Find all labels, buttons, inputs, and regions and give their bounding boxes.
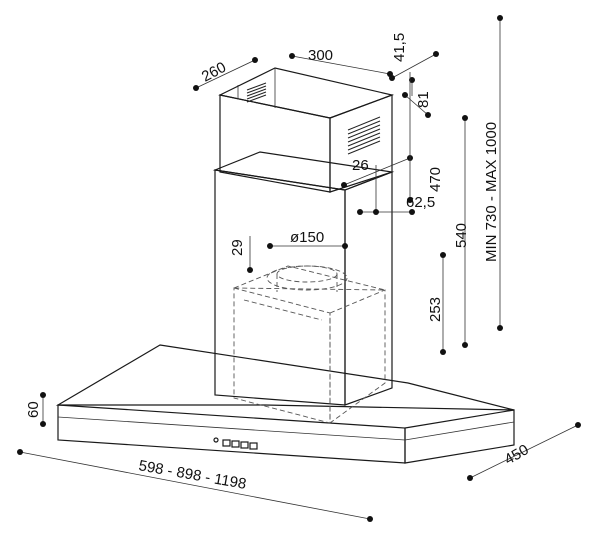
dim-lower-section: 253 <box>427 297 444 322</box>
control-panel <box>213 437 258 450</box>
hood-canopy <box>55 344 515 464</box>
dim-hood-width: 598 - 898 - 1198 <box>137 457 247 493</box>
dim-mid-total: 540 <box>453 223 470 248</box>
dim-collar-height: 29 <box>229 239 246 256</box>
dim-hood-depth: 450 <box>502 441 532 468</box>
dim-chimney-depth: 260 <box>199 59 229 86</box>
dim-top-offset: 41,5 <box>391 33 408 62</box>
dim-chimney-offset: 62,5 <box>406 194 435 211</box>
dim-vent-height: 81 <box>415 91 432 108</box>
dim-chimney-width: 300 <box>308 47 333 64</box>
dim-vent-inset: 26 <box>352 157 369 174</box>
motor-housing-hidden <box>233 265 386 424</box>
dim-total-height: MIN 730 - MAX 1000 <box>483 122 500 262</box>
vent-grille-side <box>347 116 381 155</box>
dim-upper-section: 470 <box>427 167 444 192</box>
vent-grille-left <box>246 82 267 103</box>
dim-outlet-diameter: ø150 <box>290 229 324 246</box>
dim-hood-thickness: 60 <box>25 401 42 418</box>
upper-chimney <box>218 67 395 193</box>
